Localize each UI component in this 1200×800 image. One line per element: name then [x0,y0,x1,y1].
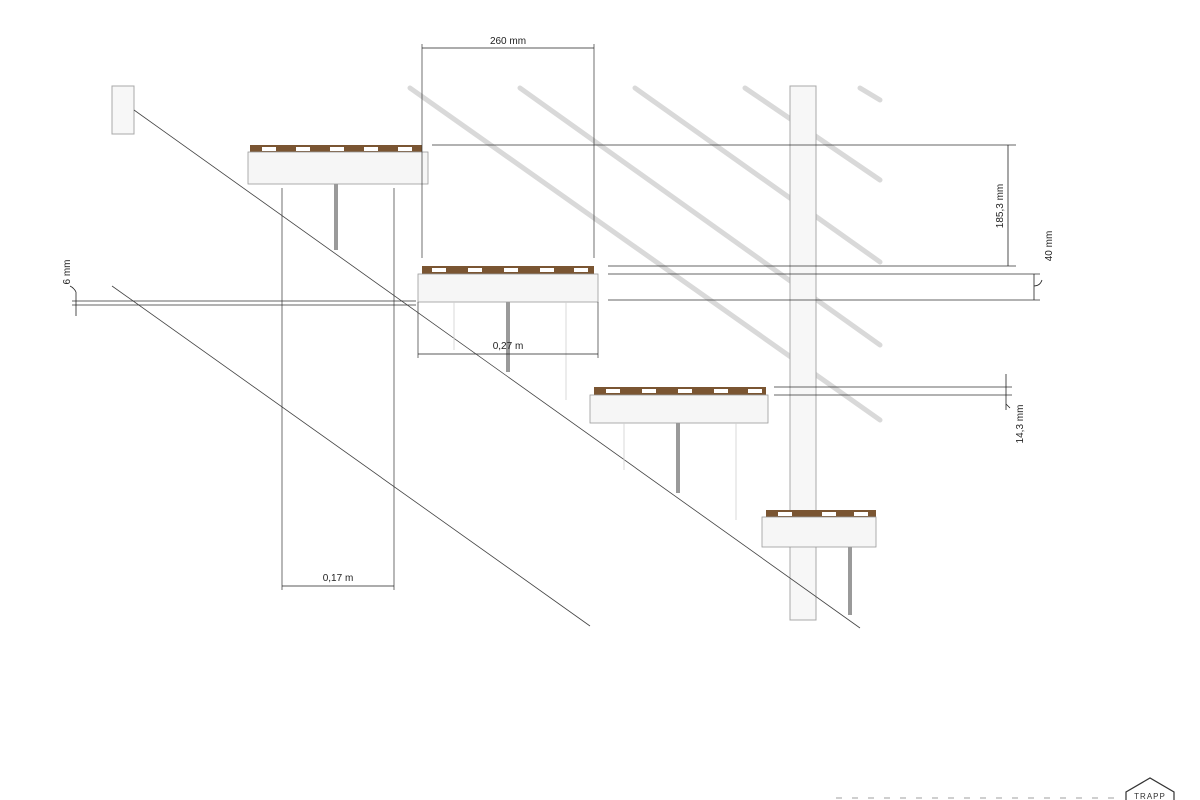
dimension-label-027m: 0,27 m [493,341,524,352]
tread-4 [761,510,877,615]
dimension-label-260mm: 260 mm [490,36,526,47]
dimension-label-143mm: 14,3 mm [1015,405,1026,444]
dimension-recess: 14,3 mm [774,374,1026,443]
dimension-label-017m: 0,17 m [323,573,354,584]
stringer-lines [111,109,861,629]
brand-logo-text: TRAPP [1134,792,1166,800]
dimension-tread-thickness: 40 mm [608,231,1055,301]
dimension-label-185mm: 185,3 mm [995,184,1006,228]
dimension-gap-small: 6 mm [62,260,416,316]
dimension-label-6mm: 6 mm [62,260,73,285]
wall-stub [111,85,135,135]
dimension-riser-height: 185,3 mm [432,144,1016,267]
dimension-tread-depth-mid: 0,27 m [417,302,599,358]
tread-3 [589,387,769,520]
dimension-tread-depth-top: 260 mm [421,36,595,258]
dimension-label-40mm: 40 mm [1044,231,1055,262]
brand-logo: TRAPP [1125,777,1175,800]
tread-1 [247,145,429,250]
tread-2 [417,266,599,400]
dimension-leg-spacing: 0,17 m [281,188,395,590]
